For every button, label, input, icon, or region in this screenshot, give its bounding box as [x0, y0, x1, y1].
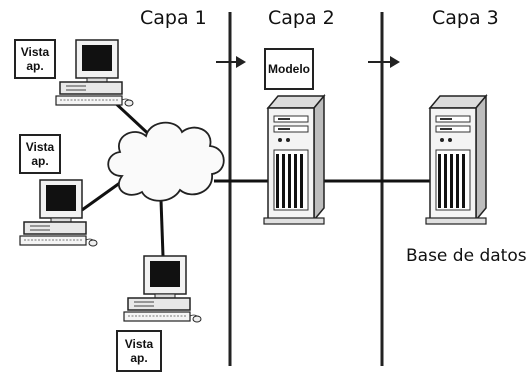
desktop-computer-icon [123, 255, 202, 323]
client-view-label: Vista ap. [14, 39, 56, 79]
desktop-computer-icon [19, 179, 98, 247]
client-view-label: Vista ap. [19, 134, 61, 174]
database-label: Base de datos [406, 246, 526, 266]
arrow-right-icon [216, 56, 246, 68]
link-client-2-cloud [81, 178, 125, 212]
arrow-right-icon [368, 56, 400, 68]
server-tower-icon [263, 95, 325, 225]
cloud-icon [107, 121, 225, 202]
model-label: Modelo [264, 48, 314, 90]
desktop-computer-icon [55, 39, 134, 107]
tier-label-3: Capa 3 [432, 7, 499, 29]
network-links [81, 98, 432, 257]
client-view-label-line1: Vista [124, 337, 154, 351]
client-view-label-line2: ap. [31, 154, 49, 168]
client-view-label-line1: Vista [25, 140, 55, 154]
link-client-3-cloud [159, 199, 165, 257]
client-view-label-line1: Vista [20, 45, 50, 59]
tier-label-2: Capa 2 [268, 7, 335, 29]
server-tower-icon [425, 95, 487, 225]
client-view-label: Vista ap. [116, 330, 162, 372]
tier-label-1: Capa 1 [140, 7, 207, 29]
client-view-label-line2: ap. [26, 59, 44, 73]
client-view-label-line2: ap. [130, 351, 148, 365]
